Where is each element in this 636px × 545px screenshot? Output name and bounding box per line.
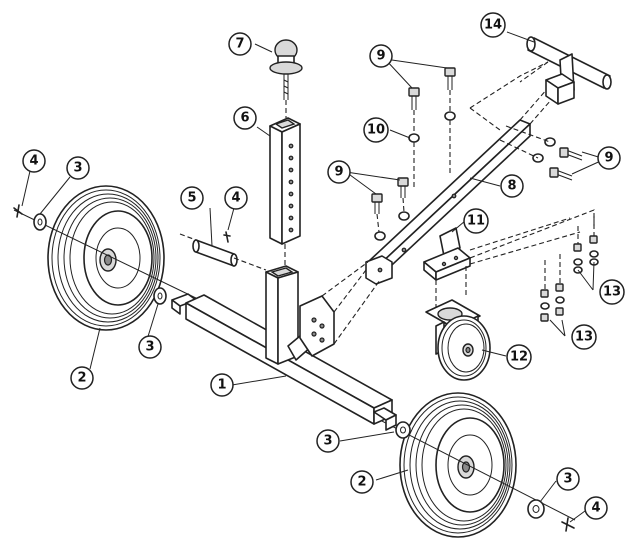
- svg-text:10: 10: [367, 123, 385, 138]
- svg-text:3: 3: [145, 340, 154, 355]
- callout-4-left: 4: [22, 149, 46, 173]
- hitch-pin: [179, 231, 267, 271]
- bolts-right: [499, 125, 583, 181]
- svg-text:13: 13: [603, 285, 621, 300]
- svg-text:2: 2: [357, 475, 366, 490]
- callout-3-left-inner: 3: [138, 335, 162, 359]
- callout-3-right-inner: 3: [316, 429, 340, 453]
- callout-4-middle: 4: [224, 186, 248, 210]
- svg-text:1: 1: [217, 378, 226, 393]
- svg-text:4: 4: [231, 191, 240, 206]
- callout-9-right: 9: [597, 146, 621, 170]
- bolts-middle: [371, 177, 410, 241]
- callout-3-left-outer: 3: [66, 156, 90, 180]
- hitch-ball: [269, 39, 303, 118]
- svg-text:2: 2: [77, 371, 86, 386]
- caster-bolts: [540, 216, 599, 322]
- axle-frame: [171, 265, 397, 431]
- callout-5: 5: [180, 186, 204, 210]
- callout-10: 10: [363, 117, 389, 143]
- svg-text:7: 7: [235, 37, 244, 52]
- right-washer-pin: [395, 421, 575, 532]
- callout-6: 6: [233, 106, 257, 130]
- svg-text:6: 6: [240, 111, 249, 126]
- callout-3-right-outer: 3: [556, 467, 580, 491]
- callout-11: 11: [463, 208, 489, 234]
- t-handle-guide: [469, 61, 549, 131]
- callout-13-top: 13: [599, 279, 625, 305]
- caster-bracket: [423, 209, 595, 310]
- svg-text:9: 9: [376, 49, 385, 64]
- callout-9-middle: 9: [327, 160, 351, 184]
- caster-wheel: [425, 299, 491, 381]
- callout-8: 8: [500, 174, 524, 198]
- svg-text:5: 5: [187, 191, 196, 206]
- svg-text:12: 12: [510, 350, 528, 365]
- svg-text:8: 8: [507, 179, 516, 194]
- t-handle: [526, 36, 612, 105]
- svg-text:3: 3: [73, 161, 82, 176]
- left-washer-pin: [13, 204, 167, 305]
- svg-text:9: 9: [604, 151, 613, 166]
- svg-text:13: 13: [575, 330, 593, 345]
- callout-12: 12: [506, 344, 532, 370]
- bolts-top: [408, 67, 456, 188]
- callout-2-left: 2: [70, 366, 94, 390]
- svg-text:11: 11: [467, 214, 485, 229]
- left-wheel: [47, 185, 165, 331]
- right-wheel: [399, 392, 517, 538]
- callout-13-bottom: 13: [571, 324, 597, 350]
- callout-4-right: 4: [584, 496, 608, 520]
- callout-2-right: 2: [350, 470, 374, 494]
- svg-text:9: 9: [334, 165, 343, 180]
- svg-text:3: 3: [563, 472, 572, 487]
- callout-9-top: 9: [369, 44, 393, 68]
- tongue-bar: [321, 79, 566, 345]
- svg-text:3: 3: [323, 434, 332, 449]
- callout-7: 7: [228, 32, 252, 56]
- callout-14: 14: [480, 12, 506, 38]
- svg-text:4: 4: [29, 154, 38, 169]
- svg-text:14: 14: [484, 18, 502, 33]
- svg-text:4: 4: [591, 501, 600, 516]
- adjustment-tube: [269, 117, 301, 266]
- callout-1: 1: [210, 373, 234, 397]
